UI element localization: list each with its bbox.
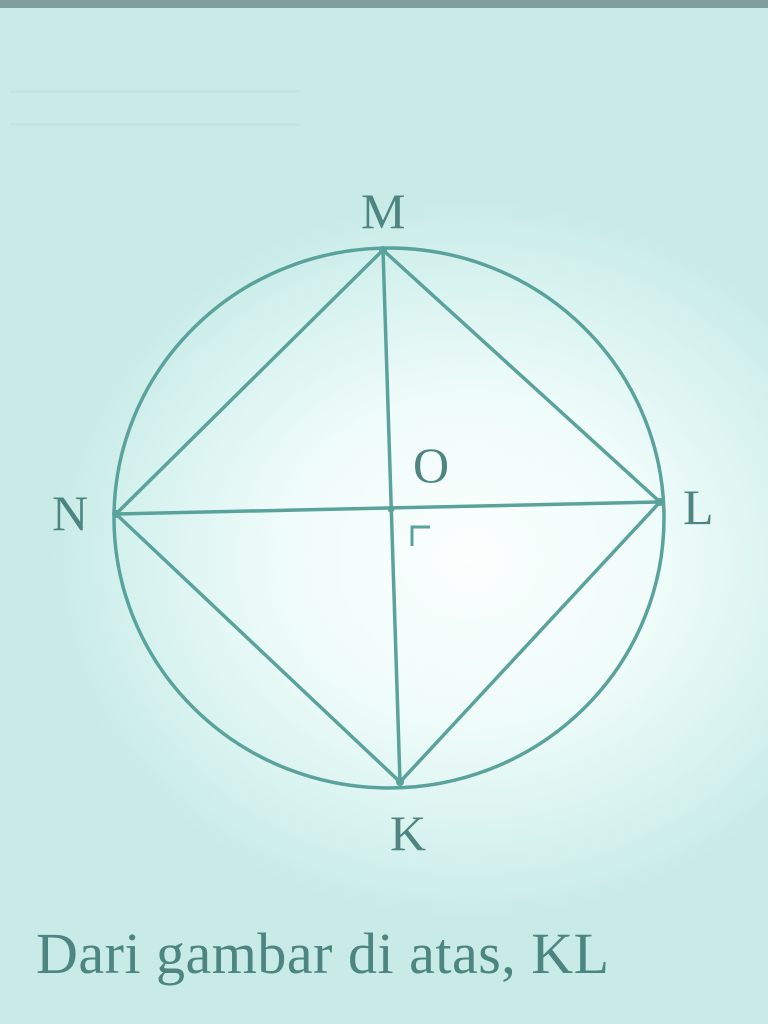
segment-mn [114, 248, 385, 516]
circle [112, 246, 666, 790]
right-angle-marker [410, 525, 430, 546]
label-m: M [361, 183, 405, 239]
segment-ml [381, 248, 662, 504]
point-n-dot [112, 510, 120, 518]
segment-lk [398, 500, 662, 784]
label-l: L [683, 479, 714, 535]
point-l-dot [656, 498, 664, 506]
label-k: K [390, 805, 426, 861]
segment-nk [114, 512, 402, 784]
point-m-dot [379, 246, 387, 254]
segment-mk [381, 248, 402, 784]
question-caption: Dari gambar di atas, KL [36, 921, 610, 986]
bleed-through-text-1 [10, 82, 310, 128]
label-n: N [52, 485, 88, 541]
label-o: O [413, 437, 449, 493]
page-edge-shadow [0, 0, 768, 8]
point-k-dot [396, 778, 404, 786]
point-o-dot [387, 505, 395, 513]
